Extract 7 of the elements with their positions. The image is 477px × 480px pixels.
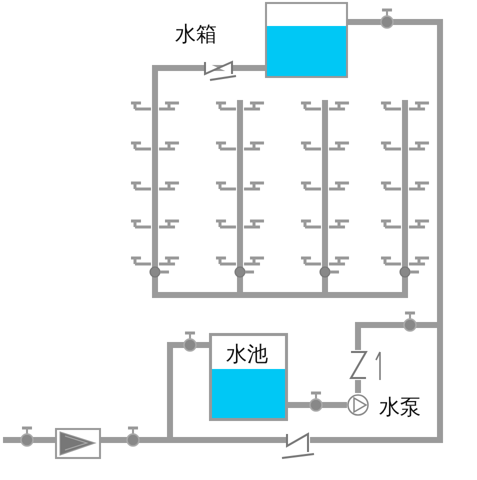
pool-label: 水池: [226, 344, 268, 365]
water-meter-box: [55, 428, 101, 459]
pipe: [288, 402, 347, 408]
pump-label: 水泵: [379, 397, 421, 418]
pipe: [3, 437, 55, 443]
tank-label: 水箱: [175, 24, 217, 45]
water-pool: [209, 333, 288, 421]
